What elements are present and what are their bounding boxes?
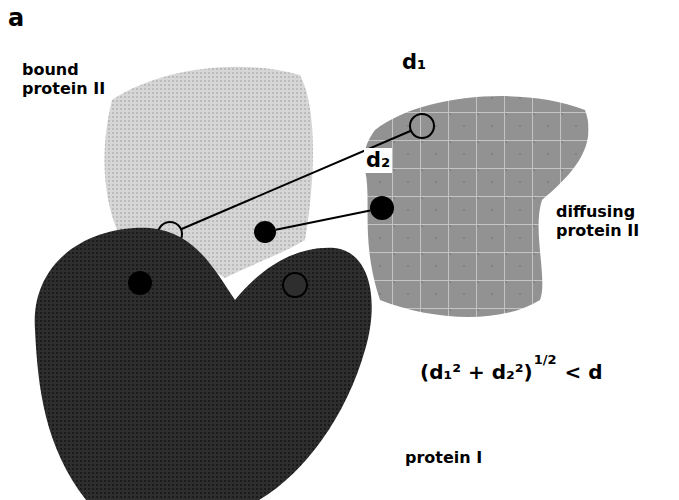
filled-site-marker: [128, 271, 152, 295]
distance-line: [276, 210, 370, 229]
protein-outline: [35, 228, 372, 500]
distance-label: d₁: [400, 50, 428, 75]
panel-letter: a: [8, 4, 24, 33]
protein-outline: [364, 96, 588, 317]
formula-text: < d: [564, 360, 602, 384]
filled-site-marker: [370, 196, 394, 220]
formula-text: 1/2: [534, 352, 557, 368]
distance-line: [181, 131, 411, 230]
protein-node: diffusing protein II: [355, 80, 645, 330]
open-site-marker: [410, 114, 434, 138]
open-site-marker: [283, 273, 307, 297]
protein-label: protein I: [405, 448, 482, 467]
protein-label: diffusing protein II: [556, 202, 645, 240]
protein-label: bound protein II: [22, 60, 114, 98]
formula-text: (d₁² + d₂²): [420, 360, 533, 384]
filled-site-marker: [254, 221, 276, 243]
distance-label: d₂: [364, 148, 392, 173]
